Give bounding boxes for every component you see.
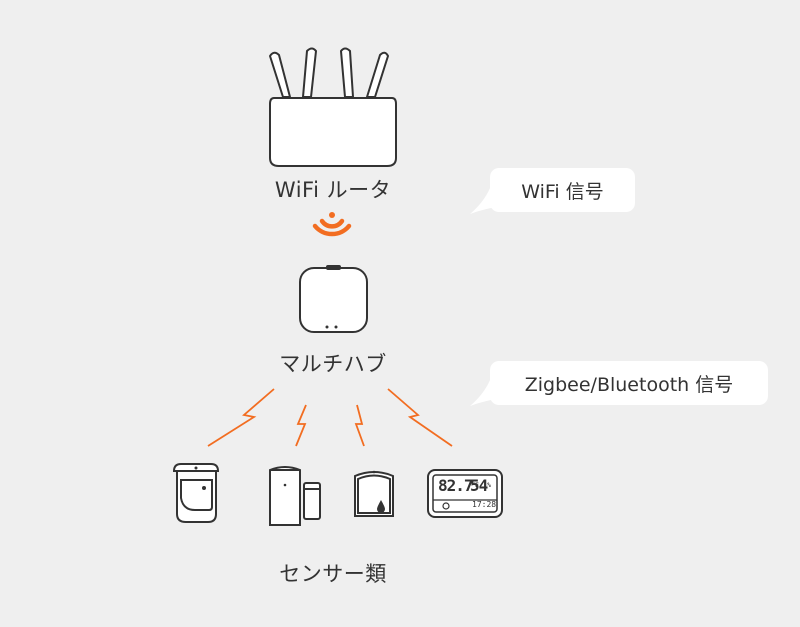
multi-hub-icon xyxy=(299,265,368,333)
router-antennas xyxy=(269,47,389,98)
router-body xyxy=(269,97,397,167)
humidity-unit: % xyxy=(487,482,491,489)
wifi-signal-icon xyxy=(312,212,352,237)
humidity-value: 54 xyxy=(470,476,488,495)
router-label: WiFi ルータ xyxy=(274,178,392,202)
temperature-value: 82.7 xyxy=(438,476,474,495)
hub-label: マルチハブ xyxy=(279,352,387,376)
water-sensor-icon xyxy=(354,470,394,517)
sensors-label: センサー類 xyxy=(279,562,387,586)
wifi-signal-bubble: WiFi 信号 xyxy=(490,168,635,212)
door-sensor-icon xyxy=(269,466,321,526)
humidity-reading: 54% xyxy=(470,476,491,496)
temperature-unit: °F xyxy=(472,482,479,489)
temperature-reading: 82.7°F xyxy=(438,476,479,496)
thermo-hygrometer-icon xyxy=(427,469,503,518)
zigbee-signal-bubble: Zigbee/Bluetooth 信号 xyxy=(490,361,768,405)
lightning-icon xyxy=(207,388,453,447)
router-icon xyxy=(269,47,397,167)
motion-sensor-icon xyxy=(172,463,220,523)
clock-reading: 17:28 xyxy=(472,500,497,509)
